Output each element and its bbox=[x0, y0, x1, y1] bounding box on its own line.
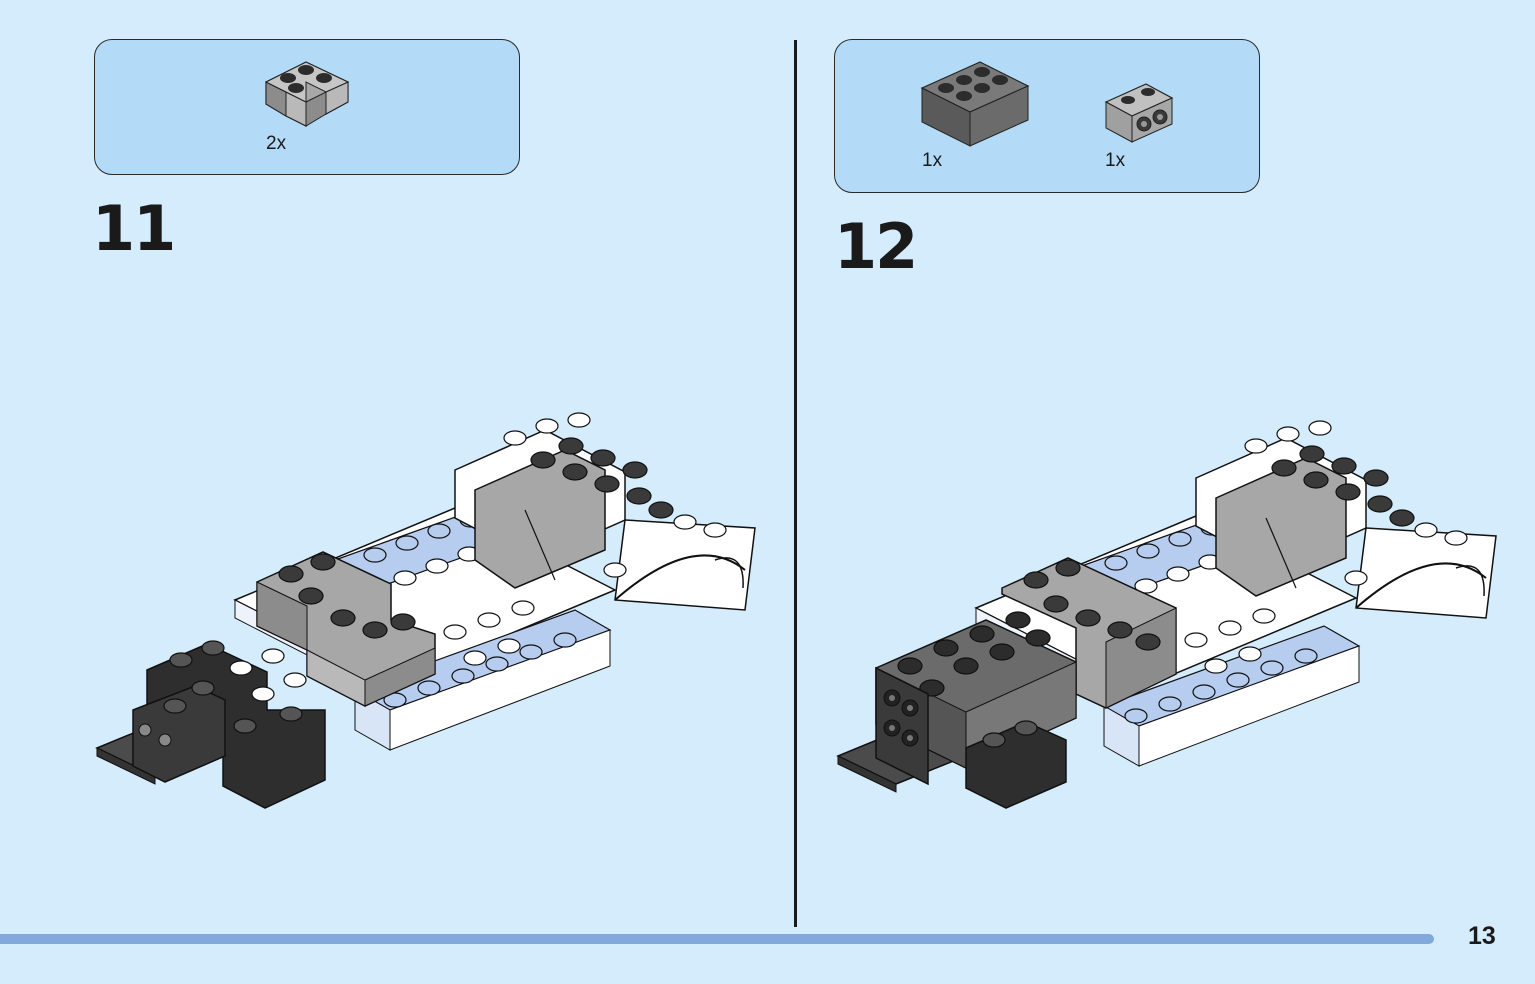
page-number: 13 bbox=[1468, 922, 1496, 950]
step-number: 12 bbox=[834, 210, 918, 283]
page-progress-bar bbox=[0, 934, 1434, 944]
part-quantity: 2x bbox=[266, 133, 287, 154]
parts-callout-step-12 bbox=[834, 39, 1260, 193]
step-divider bbox=[794, 40, 797, 927]
step-12-model-illustration bbox=[836, 420, 1497, 809]
step-11-model-illustration bbox=[95, 412, 756, 809]
step-number: 11 bbox=[92, 192, 176, 265]
l-brick-2x2-light-gray-icon bbox=[264, 61, 350, 127]
part-quantity: 1x bbox=[922, 150, 943, 171]
part-quantity: 1x bbox=[1105, 150, 1126, 171]
brick-2x3-dark-gray-icon bbox=[920, 61, 1030, 147]
brick-1x2-studs-on-side-icon bbox=[1104, 83, 1174, 143]
